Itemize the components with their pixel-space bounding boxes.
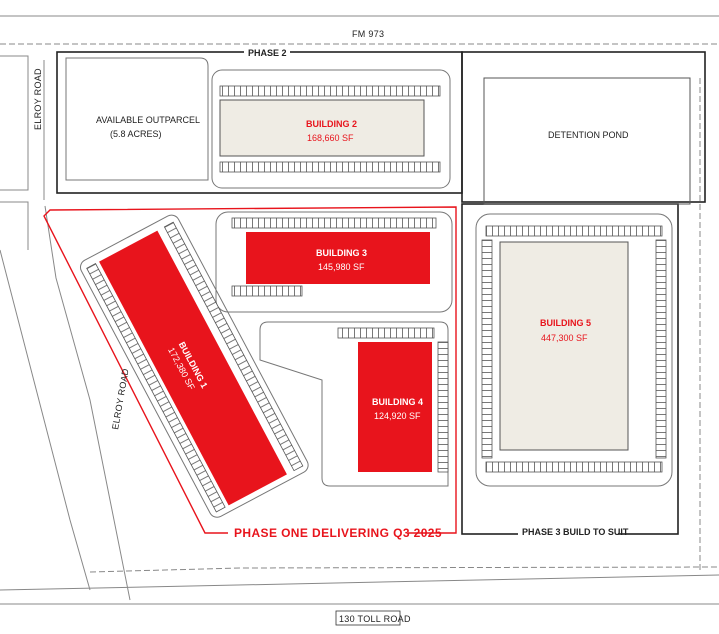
building-1[interactable] (99, 230, 287, 506)
phase-1-label: PHASE ONE DELIVERING Q3 2025 (234, 526, 442, 540)
phase-3-label: PHASE 3 BUILD TO SUIT (522, 527, 629, 537)
building-4-site (259, 321, 449, 487)
building-4[interactable] (358, 342, 432, 472)
building-3-name: BUILDING 3 (316, 248, 367, 258)
building-5-site (475, 213, 673, 487)
building-2-site (211, 69, 451, 189)
phase-1-boundary (43, 206, 457, 534)
building-3-site (215, 211, 453, 313)
building-5-name: BUILDING 5 (540, 318, 591, 328)
phase-2-label: PHASE 2 (248, 48, 287, 58)
building-2-name: BUILDING 2 (306, 119, 357, 129)
building-3[interactable] (246, 232, 430, 284)
road-network (0, 15, 719, 605)
outparcel-parcel (65, 57, 209, 181)
building-4-name: BUILDING 4 (372, 397, 423, 407)
building-5-sf: 447,300 SF (541, 333, 588, 343)
building-1-site (79, 214, 309, 518)
building-2[interactable] (219, 99, 425, 157)
building-2-sf: 168,660 SF (307, 133, 354, 143)
detention-pond (483, 77, 691, 205)
detention-pond-label: DETENTION POND (548, 130, 629, 140)
fm973-label: FM 973 (352, 29, 384, 39)
outparcel-label: AVAILABLE OUTPARCEL (96, 115, 200, 125)
elroy-road-bottom-label: ELROY ROAD (110, 368, 131, 431)
outparcel-acres: (5.8 ACRES) (110, 129, 162, 139)
building-4-sf: 124,920 SF (374, 411, 421, 421)
elroy-road-top-label: ELROY ROAD (33, 68, 43, 130)
toll-130-label-box: 130 TOLL ROAD (335, 610, 411, 626)
toll-130-label: 130 TOLL ROAD (339, 614, 411, 624)
building-5[interactable] (499, 241, 629, 451)
building-3-sf: 145,980 SF (318, 262, 365, 272)
